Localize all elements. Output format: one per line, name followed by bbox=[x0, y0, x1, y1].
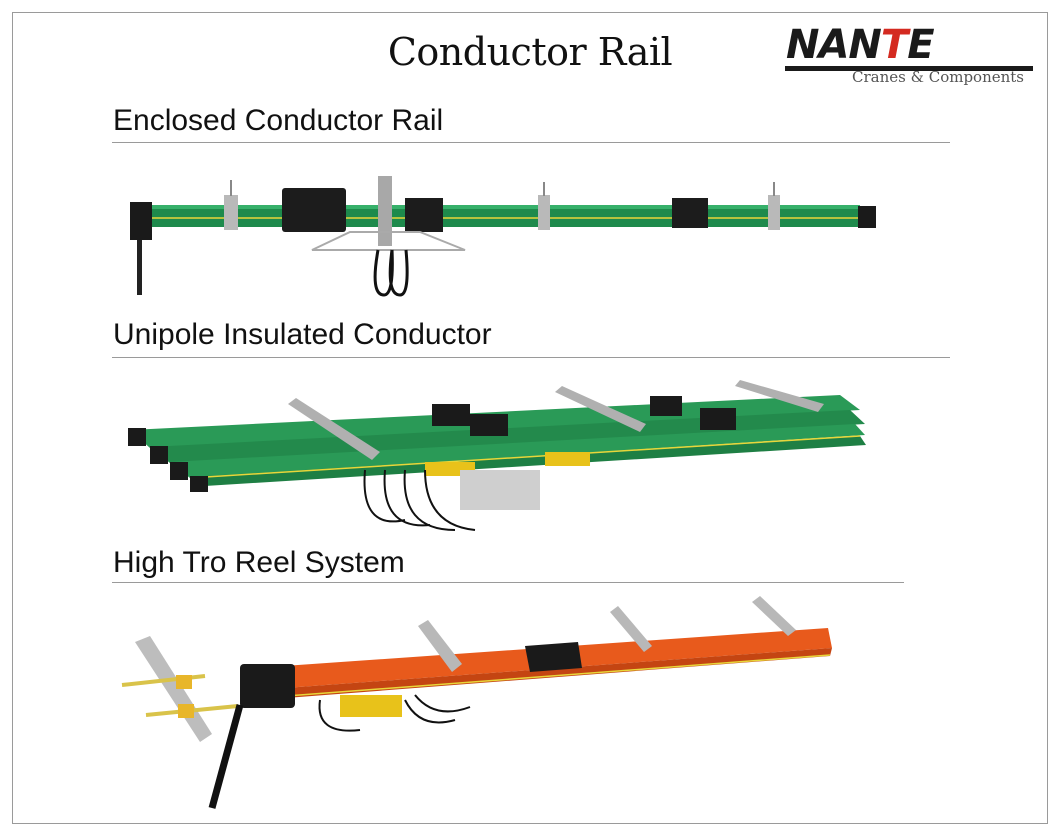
logo-underline bbox=[785, 66, 1033, 71]
section-heading-enclosed: Enclosed Conductor Rail bbox=[113, 104, 444, 137]
slide-title: Conductor Rail bbox=[387, 30, 673, 74]
section-heading-unipole: Unipole Insulated Conductor bbox=[113, 318, 492, 351]
section-divider bbox=[112, 582, 904, 583]
logo-tagline: Cranes & Components bbox=[852, 68, 1025, 86]
enclosed-rail-image bbox=[130, 176, 876, 297]
unipole-conductor-image bbox=[128, 380, 866, 531]
logo-wordmark: NANTE bbox=[786, 22, 935, 68]
section-divider bbox=[112, 142, 950, 143]
high-tro-reel-image bbox=[121, 596, 832, 809]
section-divider bbox=[112, 357, 950, 358]
section-heading-high-tro: High Tro Reel System bbox=[113, 546, 405, 579]
